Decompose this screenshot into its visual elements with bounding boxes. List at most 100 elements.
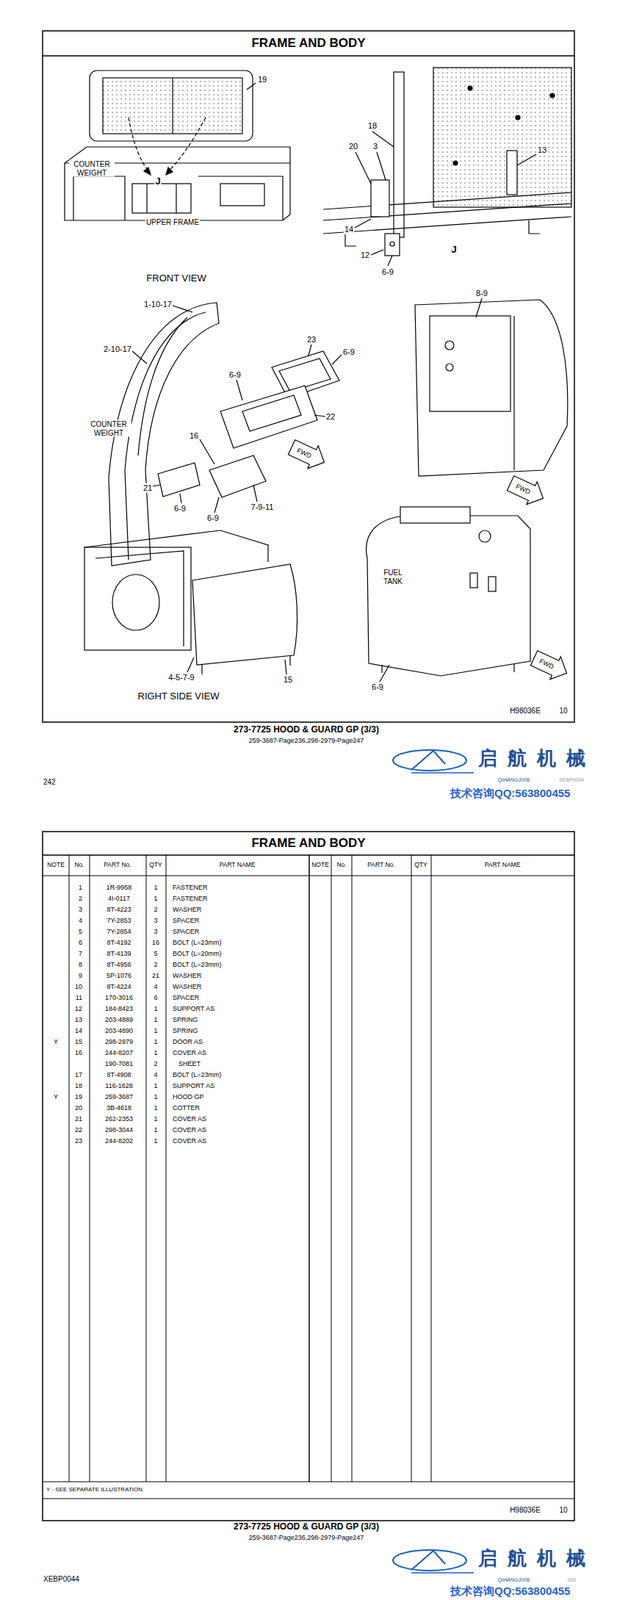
table-cell: 8T-4192 xyxy=(105,938,132,947)
caption: 273-7725 HOOD & GUARD GP (3/3) xyxy=(232,724,380,736)
table-cell: DOOR AS xyxy=(171,1037,204,1046)
fuel-tank xyxy=(400,506,471,523)
view-j xyxy=(384,233,400,256)
table-cell: 21 xyxy=(74,1115,84,1123)
watermark-logo xyxy=(411,1571,474,1574)
callout-number: 6-9 xyxy=(173,503,187,514)
table-cell: 16 xyxy=(74,1048,84,1057)
table-cell: 1 xyxy=(152,1115,158,1123)
table-cell: 184-8423 xyxy=(104,1004,134,1013)
table-note: Y - SEE SEPARATE ILLUSTRATION xyxy=(45,1485,144,1493)
cab-corner xyxy=(429,315,511,412)
watermark: 启航机械 xyxy=(477,1547,597,1570)
hood-and-covers xyxy=(124,312,206,560)
table-cell: HOOD GP xyxy=(171,1092,205,1101)
table-grid xyxy=(351,854,353,1482)
table-cell: 1 xyxy=(152,883,158,891)
table-cell: 5 xyxy=(77,927,84,936)
watermark-logo xyxy=(411,1550,446,1570)
table-header: NOTE xyxy=(46,861,66,869)
table-cell: 1 xyxy=(77,883,84,891)
table-cell: 3 xyxy=(77,905,84,914)
table-grid xyxy=(411,854,413,1482)
table-cell: BOLT (L=20mm) xyxy=(171,949,222,958)
right-side-view xyxy=(187,657,287,675)
page-frame xyxy=(42,854,575,856)
callout-number: 21 xyxy=(142,483,153,493)
front-view xyxy=(132,183,191,214)
watermark: 技术咨询QQ:563800455 xyxy=(449,1584,571,1597)
watermark-logo xyxy=(411,750,446,770)
table-cell: Y xyxy=(52,1092,59,1101)
table-cell: BOLT (L=23mm) xyxy=(171,960,222,969)
table-cell: 6 xyxy=(152,993,158,1002)
table-cell: 5P-1076 xyxy=(105,971,133,980)
table-cell: 1R-9958 xyxy=(105,883,133,891)
drawing-number: H98036E xyxy=(509,706,542,716)
table-cell: 3B-4618 xyxy=(105,1103,133,1112)
callout-number: 6-9 xyxy=(228,370,242,380)
fwd-text: FWD xyxy=(514,482,533,497)
table-cell: 9 xyxy=(77,971,84,980)
front-view xyxy=(246,83,256,90)
watermark-logo xyxy=(411,771,474,774)
fwd-arrow xyxy=(286,435,573,685)
table-grid xyxy=(146,854,147,1482)
table-cell: SPACER xyxy=(171,993,200,1002)
view-marker: J xyxy=(154,176,161,188)
callout-number: 12 xyxy=(359,250,371,261)
table-cell: 8T-4224 xyxy=(105,982,132,991)
table-cell: SUPPORT AS xyxy=(171,1081,216,1090)
table-cell: 1 xyxy=(152,1004,158,1013)
table-cell: WASHER xyxy=(171,982,202,991)
table-cell: SPRING xyxy=(171,1015,200,1024)
table-cell: 19 xyxy=(74,1092,84,1101)
callout-number: 4-5-7-9 xyxy=(167,672,195,683)
fuel-tank xyxy=(488,576,496,592)
table-cell: 4 xyxy=(152,982,158,991)
table-cell: 8T-4956 xyxy=(105,960,132,969)
table-cell: Y xyxy=(52,1037,59,1046)
table-cell: 116-1628 xyxy=(104,1081,133,1090)
front-view xyxy=(128,117,151,174)
callout-number: 22 xyxy=(325,412,336,422)
view-j xyxy=(433,67,572,208)
table-cell: SPACER xyxy=(171,927,200,936)
watermark: XEBP0044 xyxy=(558,777,585,784)
callout-number: 15 xyxy=(282,675,294,685)
table-cell: 203-4890 xyxy=(104,1026,134,1035)
diagram-label: UPPER FRAME xyxy=(145,218,200,227)
front-view xyxy=(89,70,253,142)
fwd-arrow xyxy=(505,471,549,510)
diagram-label: COUNTER WEIGHT xyxy=(69,160,115,178)
table-cell: 11 xyxy=(74,993,84,1002)
table-cell: BOLT (L=23mm) xyxy=(171,1070,222,1079)
callout-number: 20 xyxy=(348,141,359,152)
table-cell: 10 xyxy=(74,982,84,991)
cab-corner xyxy=(445,363,454,371)
table-cell: 8T-4223 xyxy=(105,905,132,914)
view-j xyxy=(550,93,555,98)
table-cell: 17 xyxy=(74,1070,84,1079)
table-header: PART No. xyxy=(366,861,396,869)
fwd-text: FWD xyxy=(295,446,314,461)
fuel-tank xyxy=(478,530,491,543)
callout-number: 6-9 xyxy=(370,682,385,692)
table-cell: 1 xyxy=(152,1026,158,1035)
table-cell: COVER AS xyxy=(171,1048,208,1057)
page-title: FRAME AND BODY xyxy=(250,35,366,51)
callout-number: 14 xyxy=(343,224,355,235)
table-header: PART NAME xyxy=(218,861,257,869)
fuel-tank xyxy=(379,664,390,682)
page-frame xyxy=(42,55,575,57)
fwd-text: FWD xyxy=(537,657,557,672)
front-view xyxy=(102,77,243,134)
cab-corner xyxy=(415,298,568,476)
front-view xyxy=(198,176,283,221)
table-cell: WASHER xyxy=(171,905,202,914)
cab-corner xyxy=(445,340,454,350)
fuel-tank xyxy=(381,664,515,673)
right-side-view xyxy=(95,550,184,647)
table-cell: 190-7081 xyxy=(104,1059,134,1068)
table-cell: 1 xyxy=(152,1103,158,1112)
